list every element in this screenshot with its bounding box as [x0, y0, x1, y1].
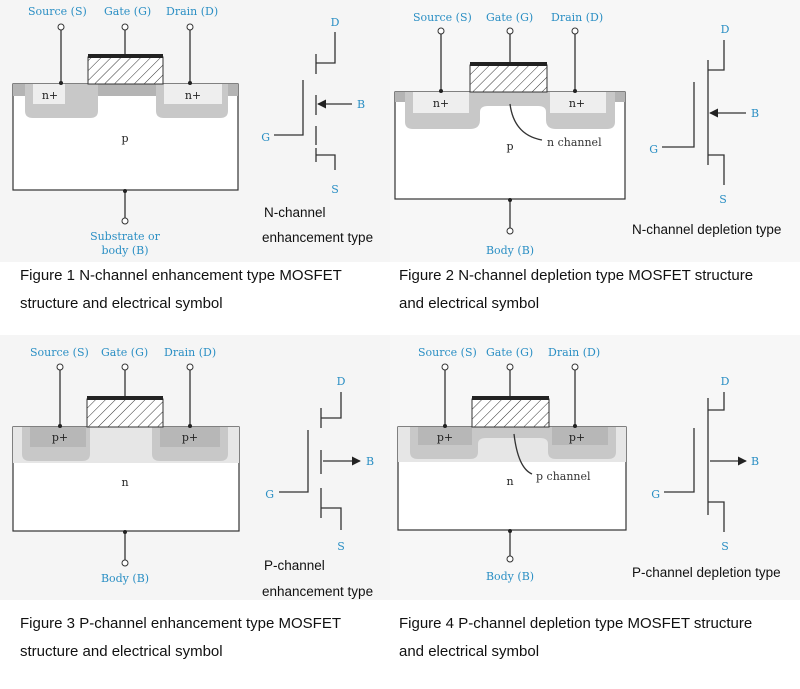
symbol-caption-line1: N-channel	[264, 205, 326, 220]
source-label: Source (S)	[28, 5, 87, 18]
n-plus-source-contact	[33, 84, 65, 104]
gate-metal	[472, 396, 549, 400]
n-channel-label: n channel	[547, 136, 602, 149]
gate-metal	[470, 62, 547, 66]
n-channel-pointer	[509, 103, 543, 141]
symbol-drain-pin: D	[331, 16, 340, 29]
source-label: Source (S)	[418, 346, 477, 359]
symbol-caption-line1: P-channel	[264, 558, 325, 573]
body-contact-dot	[123, 189, 127, 193]
body-label: Body (B)	[486, 244, 534, 257]
p-channel-label: p channel	[536, 470, 591, 483]
drain-label: Drain (D)	[551, 11, 603, 24]
n-plus-drain-label: n+	[569, 97, 585, 110]
source-terminal	[57, 23, 65, 31]
gate-label: Gate (G)	[486, 346, 533, 359]
symbol-caption-line2: enhancement type	[262, 584, 373, 599]
symbol-caption: P-channel depletion type	[632, 565, 781, 580]
gate-metal	[87, 396, 163, 400]
n-plus-source-label: n+	[433, 97, 449, 110]
body-label: Body (B)	[486, 570, 534, 583]
substrate-label-line1: Substrate or	[90, 230, 161, 243]
gate-polysilicon	[471, 398, 550, 428]
p-plus-source-label: p+	[437, 431, 453, 444]
figure-3-caption-line1: Figure 3 P-channel enhancement type MOSF…	[20, 615, 341, 632]
p-plus-drain-label: p+	[182, 431, 198, 444]
symbol-gate-pin: G	[649, 143, 658, 156]
gate-polysilicon	[469, 64, 548, 93]
gate-label: Gate (G)	[101, 346, 148, 359]
n-plus-source-contact	[413, 92, 469, 113]
n-plus-drain-contact	[164, 84, 222, 104]
body-label: Body (B)	[101, 572, 149, 585]
substrate-label-line2: body (B)	[101, 244, 148, 257]
drain-label: Drain (D)	[164, 346, 216, 359]
source-label: Source (S)	[413, 11, 472, 24]
symbol-body-pin: B	[357, 98, 365, 111]
n-plus-source-label: n+	[42, 89, 58, 102]
drain-label: Drain (D)	[548, 346, 600, 359]
source-terminal	[437, 27, 445, 35]
symbol-drain-pin: D	[337, 375, 346, 388]
body-terminal	[506, 227, 514, 235]
symbol-gate-pin: G	[265, 488, 274, 501]
symbol-p-depletion: D S G B	[651, 375, 759, 553]
figure-1-caption-line1: Figure 1 N-channel enhancement type MOSF…	[20, 267, 342, 284]
symbol-body-pin: B	[751, 455, 759, 468]
figure-2-caption-line1: Figure 2 N-channel depletion type MOSFET…	[399, 267, 753, 284]
gate-metal	[88, 54, 163, 58]
drain-label: Drain (D)	[166, 5, 218, 18]
drain-contact-dot	[188, 81, 192, 85]
substrate-type-label: n	[121, 476, 128, 489]
symbol-source-pin: S	[331, 183, 339, 196]
figure-3: Source (S) Gate (G) Drain (D) p+ p+ n Bo…	[12, 346, 374, 599]
p-plus-source-label: p+	[52, 431, 68, 444]
symbol-gate-pin: G	[651, 488, 660, 501]
body-terminal	[121, 217, 129, 225]
figure-3-caption-line2: structure and electrical symbol	[20, 643, 223, 660]
symbol-source-pin: S	[719, 193, 727, 206]
figure-1: Source (S) Gate (G) Drain (D) n+ n+ p Su…	[12, 5, 373, 257]
gate-polysilicon	[87, 56, 164, 85]
source-contact-dot	[59, 81, 63, 85]
substrate-type-label: n	[506, 475, 513, 488]
gate-polysilicon	[86, 398, 164, 428]
symbol-body-pin: B	[366, 455, 374, 468]
symbol-n-depletion: D S G B	[649, 23, 759, 206]
n-plus-drain-label: n+	[185, 89, 201, 102]
symbol-caption-line2: enhancement type	[262, 230, 373, 245]
drain-terminal	[186, 23, 194, 31]
symbol-p-enhancement: D S G B	[265, 375, 374, 553]
substrate-type-label: p	[506, 140, 513, 153]
symbol-n-enhancement: D S G B	[261, 16, 365, 196]
p-plus-drain-label: p+	[569, 431, 585, 444]
n-plus-drain-contact	[550, 92, 606, 113]
figure-2: Source (S) Gate (G) Drain (D) n+ n+ n ch…	[394, 11, 781, 257]
p-channel-pointer	[513, 433, 533, 475]
symbol-source-pin: S	[337, 540, 345, 553]
symbol-drain-pin: D	[721, 23, 730, 36]
symbol-gate-pin: G	[261, 131, 270, 144]
gate-terminal	[121, 23, 129, 31]
symbol-drain-pin: D	[721, 375, 730, 388]
gate-terminal	[506, 27, 514, 35]
gate-label: Gate (G)	[486, 11, 533, 24]
source-label: Source (S)	[30, 346, 89, 359]
gate-label: Gate (G)	[104, 5, 151, 18]
symbol-source-pin: S	[721, 540, 729, 553]
figure-4-caption-line1: Figure 4 P-channel depletion type MOSFET…	[399, 615, 752, 632]
figure-4-caption-line2: and electrical symbol	[399, 643, 539, 660]
drain-terminal	[571, 27, 579, 35]
symbol-caption: N-channel depletion type	[632, 222, 781, 237]
figure-1-caption-line2: structure and electrical symbol	[20, 295, 223, 312]
symbol-body-pin: B	[751, 107, 759, 120]
figure-4: Source (S) Gate (G) Drain (D) p+ p+ p ch…	[397, 346, 781, 583]
substrate-type-label: p	[121, 132, 128, 145]
figure-2-caption-line2: and electrical symbol	[399, 295, 539, 312]
